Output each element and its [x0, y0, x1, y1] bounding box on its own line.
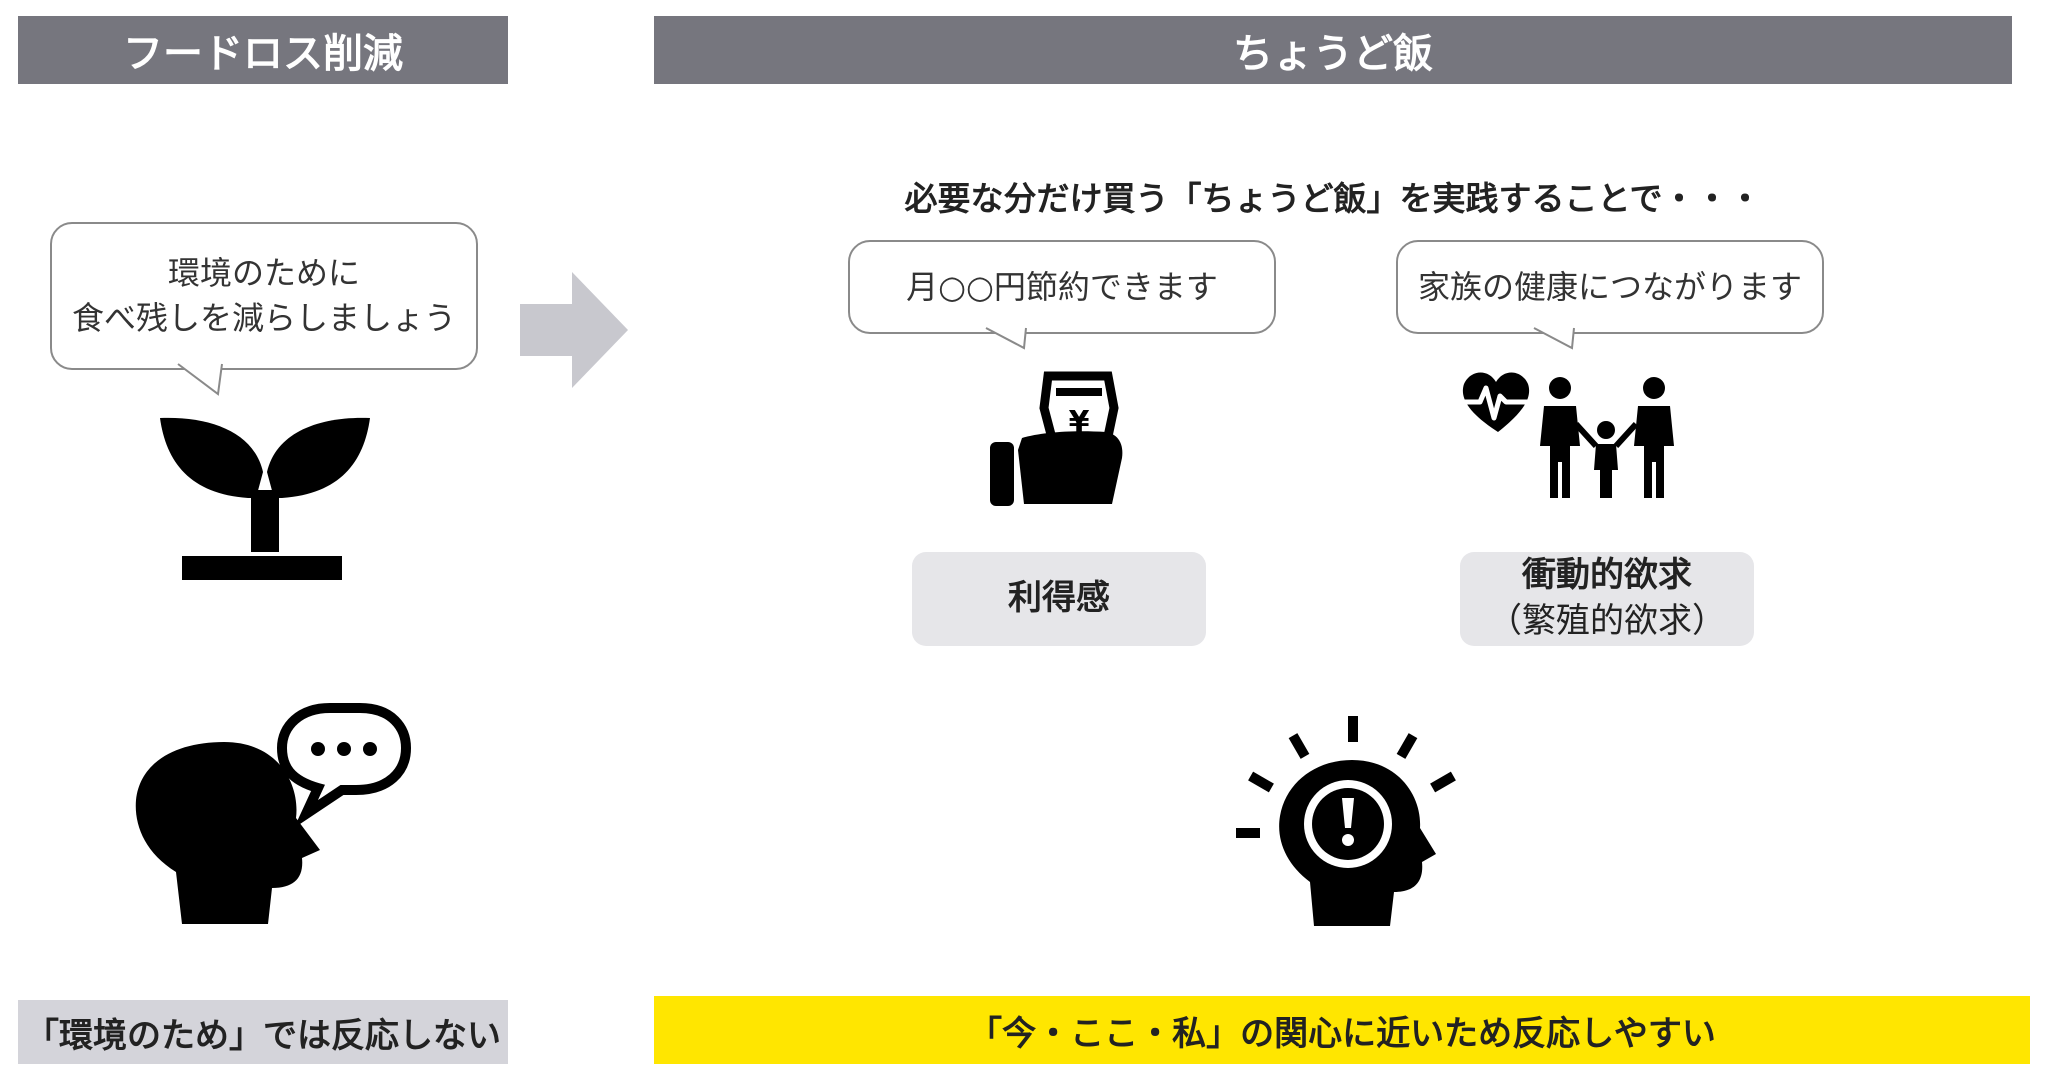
left-bubble-line2: 食べ残しを減らしましょう [71, 299, 456, 337]
health-bubble-text: 家族の健康につながります [1417, 267, 1802, 306]
health-bubble-tail [1533, 327, 1575, 350]
right-footer: 「今・ここ・私」の関心に近いため反応しやすい [654, 996, 2030, 1064]
left-bubble-tail [177, 363, 223, 396]
speaking-head-icon [135, 703, 412, 924]
impulse-tag-line1: 衝動的欲求 [1522, 555, 1692, 596]
health-speech-bubble: 家族の健康につながります [1396, 240, 1824, 334]
svg-text:¥: ¥ [1069, 405, 1090, 440]
savings-bubble-tail [985, 327, 1027, 350]
heart-family-icon [1462, 372, 1674, 498]
money-hand-icon: ¥ [990, 371, 1123, 506]
impulse-tag-line2: （繁殖的欲求） [1488, 601, 1726, 641]
benefit-tag-text: 利得感 [1008, 578, 1110, 619]
left-speech-bubble: 環境のために 食べ残しを減らしましょう [50, 222, 478, 370]
impulse-tag: 衝動的欲求 （繁殖的欲求） [1460, 552, 1754, 646]
left-bubble-line1: 環境のために [167, 254, 360, 293]
left-footer: 「環境のため」では反応しない [18, 1000, 508, 1064]
benefit-tag: 利得感 [912, 552, 1206, 646]
savings-bubble-text: 月○○円節約できます [906, 267, 1218, 306]
savings-speech-bubble: 月○○円節約できます [848, 240, 1276, 334]
idea-head-icon [1236, 716, 1456, 926]
left-header: フードロス削減 [18, 16, 508, 84]
right-arrow-icon [520, 272, 628, 388]
right-lead-text: 必要な分だけ買う「ちょうど飯」を実践することで・・・ [904, 179, 1762, 218]
right-header: ちょうど飯 [654, 16, 2012, 84]
sprout-icon [160, 417, 370, 580]
